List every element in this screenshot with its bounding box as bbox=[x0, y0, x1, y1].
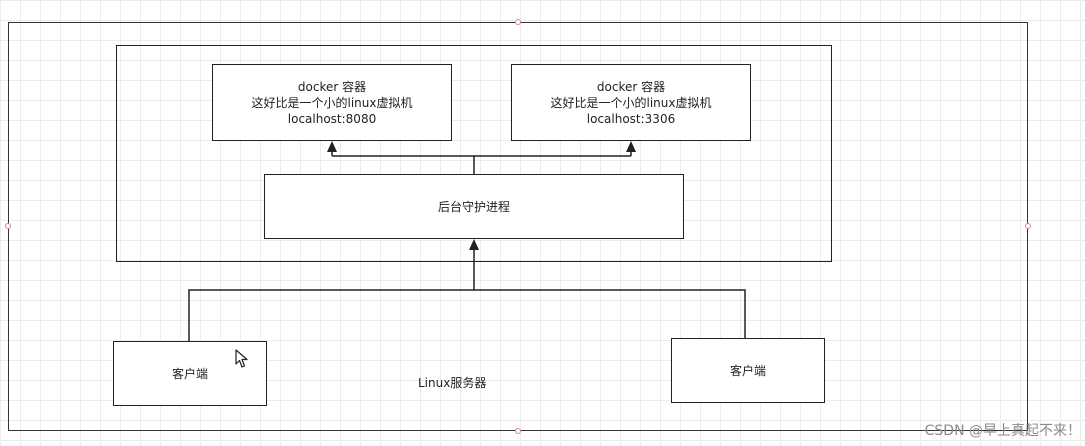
resize-handle-left[interactable] bbox=[5, 223, 11, 229]
daemon-label: 后台守护进程 bbox=[437, 200, 510, 214]
client-label: 客户端 bbox=[729, 364, 766, 378]
client-label: 客户端 bbox=[171, 367, 208, 381]
daemon-process-box[interactable]: 后台守护进程 bbox=[264, 174, 684, 239]
csdn-watermark: CSDN @早上真起不来！ bbox=[924, 423, 1081, 439]
container-address: localhost:3306 bbox=[586, 111, 676, 126]
container-description: 这好比是一个小的linux虚拟机 bbox=[251, 95, 413, 110]
docker-container-box-2[interactable]: docker 容器 这好比是一个小的linux虚拟机 localhost:330… bbox=[511, 64, 751, 141]
client-box-1[interactable]: 客户端 bbox=[113, 341, 267, 406]
docker-container-box-1[interactable]: docker 容器 这好比是一个小的linux虚拟机 localhost:808… bbox=[212, 64, 452, 141]
mouse-pointer-icon bbox=[235, 349, 248, 368]
resize-handle-right[interactable] bbox=[1025, 223, 1031, 229]
container-title: docker 容器 bbox=[596, 79, 666, 94]
container-address: localhost:8080 bbox=[287, 111, 377, 126]
resize-handle-bottom[interactable] bbox=[515, 428, 521, 434]
resize-handle-top[interactable] bbox=[515, 19, 521, 25]
container-title: docker 容器 bbox=[297, 79, 367, 94]
linux-server-label: Linux服务器 bbox=[418, 376, 487, 390]
client-box-2[interactable]: 客户端 bbox=[671, 338, 825, 403]
container-description: 这好比是一个小的linux虚拟机 bbox=[550, 95, 712, 110]
